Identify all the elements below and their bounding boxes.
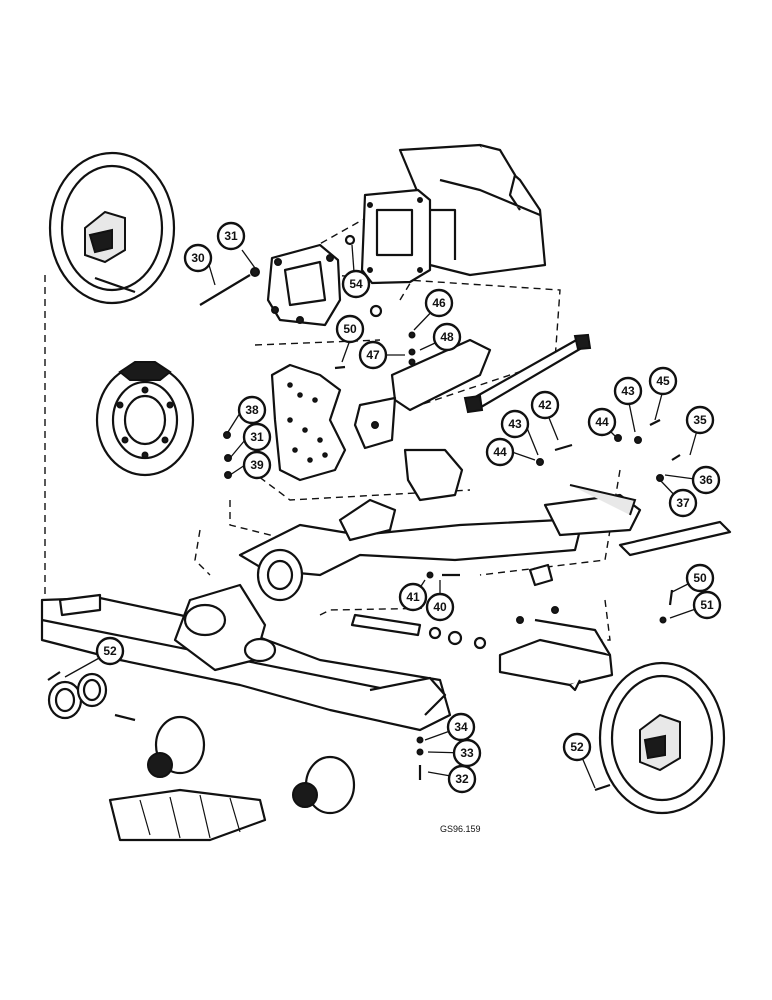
- svg-text:44: 44: [595, 415, 609, 429]
- callout-50: 50: [335, 314, 365, 344]
- drive-shaft: [463, 333, 592, 414]
- svg-text:46: 46: [432, 296, 446, 310]
- callout-32: 32: [447, 764, 477, 794]
- svg-text:35: 35: [693, 413, 707, 427]
- svg-text:37: 37: [676, 496, 690, 510]
- svg-text:52: 52: [570, 740, 584, 754]
- svg-text:33: 33: [460, 746, 474, 760]
- svg-text:31: 31: [250, 430, 264, 444]
- svg-text:54: 54: [349, 277, 363, 291]
- seal-rings: [47, 672, 136, 722]
- svg-text:40: 40: [433, 600, 447, 614]
- drawing-reference: GS96.159: [440, 824, 481, 834]
- callout-44-right: 44: [587, 407, 617, 437]
- trailing-arm: [238, 498, 582, 602]
- svg-text:39: 39: [250, 458, 264, 472]
- svg-text:47: 47: [366, 348, 380, 362]
- callout-30: 30: [183, 243, 213, 273]
- callout-40: 40: [425, 592, 455, 622]
- svg-text:31: 31: [224, 229, 238, 243]
- callout-37: 37: [668, 488, 698, 518]
- callout-42: 42: [530, 390, 560, 420]
- spindle-shaft: [350, 613, 487, 650]
- callout-47: 47: [358, 340, 388, 370]
- svg-text:36: 36: [699, 473, 713, 487]
- svg-text:45: 45: [656, 374, 670, 388]
- right-bracket: [528, 484, 732, 587]
- callout-34: 34: [446, 712, 476, 742]
- svg-text:43: 43: [621, 384, 635, 398]
- transmission-housing: [398, 143, 547, 277]
- callouts: 30 31 54 46 50 47 48 38: [95, 221, 722, 794]
- svg-text:30: 30: [191, 251, 205, 265]
- svg-text:41: 41: [406, 590, 420, 604]
- idler-wheel-left: [48, 151, 176, 305]
- idler-wheel-right: [598, 661, 726, 815]
- svg-text:42: 42: [538, 398, 552, 412]
- callout-39: 39: [242, 450, 272, 480]
- svg-text:50: 50: [343, 322, 357, 336]
- svg-text:50: 50: [693, 571, 707, 585]
- callout-50-right: 50: [685, 563, 715, 593]
- flange-plate: [344, 188, 432, 318]
- callout-44: 44: [485, 437, 515, 467]
- callout-45: 45: [648, 366, 678, 396]
- svg-text:44: 44: [493, 445, 507, 459]
- fasteners: [47, 267, 681, 792]
- bracket-plate: [403, 448, 464, 502]
- track-rollers: [108, 715, 356, 842]
- callout-33: 33: [452, 738, 482, 768]
- callout-52-right: 52: [562, 732, 592, 762]
- callout-52: 52: [95, 636, 125, 666]
- svg-text:48: 48: [440, 330, 454, 344]
- svg-text:32: 32: [455, 772, 469, 786]
- svg-text:43: 43: [508, 417, 522, 431]
- callout-31: 31: [216, 221, 246, 251]
- callout-41: 41: [398, 582, 428, 612]
- callout-35: 35: [685, 405, 715, 435]
- gear-ring: [95, 361, 195, 477]
- axle-block: [498, 618, 614, 692]
- track-frame: [40, 583, 452, 732]
- callout-36: 36: [691, 465, 721, 495]
- gear-housing: [266, 243, 342, 327]
- callout-54: 54: [341, 269, 371, 299]
- callout-46: 46: [424, 288, 454, 318]
- callout-38: 38: [237, 395, 267, 425]
- cover-plate: [270, 363, 347, 482]
- callout-43: 43: [500, 409, 530, 439]
- svg-text:34: 34: [454, 720, 468, 734]
- bracket-48: [353, 338, 492, 450]
- callout-48: 48: [432, 322, 462, 352]
- callout-31-lower: 31: [242, 422, 272, 452]
- callout-51: 51: [692, 590, 722, 620]
- callout-43-right: 43: [613, 376, 643, 406]
- svg-text:38: 38: [245, 403, 259, 417]
- svg-text:52: 52: [103, 644, 117, 658]
- svg-text:51: 51: [700, 598, 714, 612]
